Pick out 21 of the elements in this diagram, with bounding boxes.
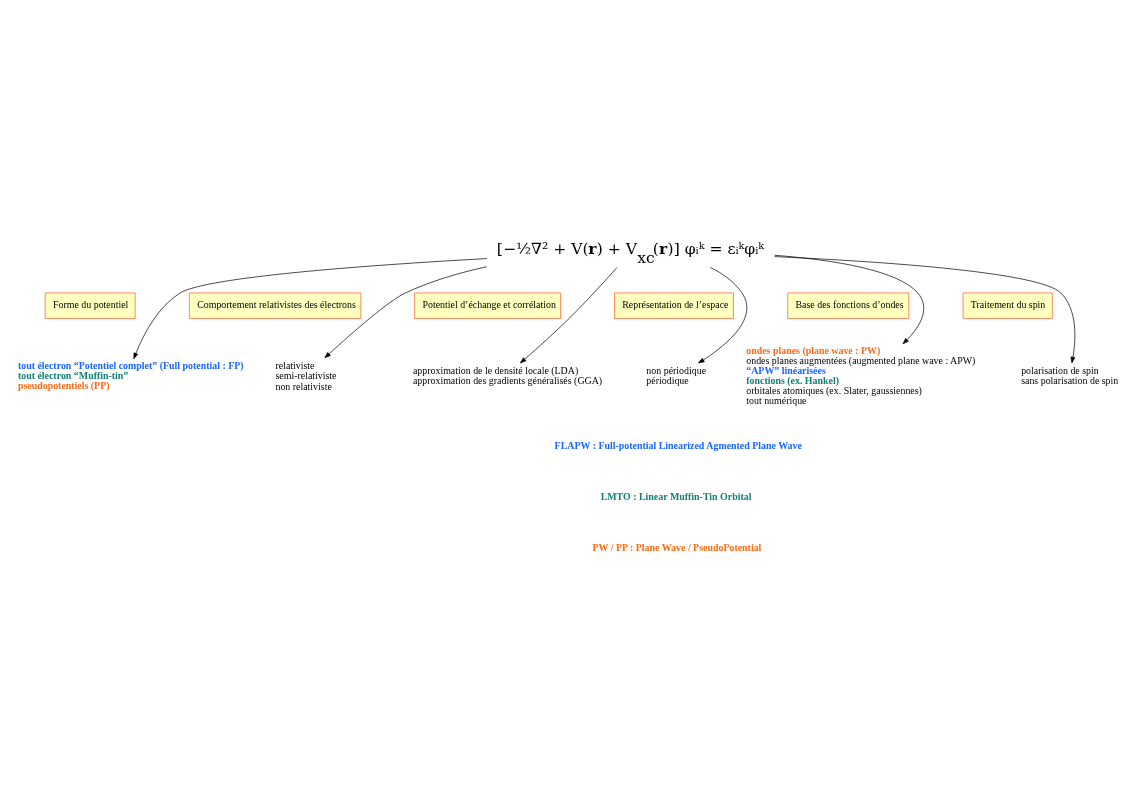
node-text: non périodique périodique — [646, 364, 707, 386]
arrow — [324, 265, 488, 358]
node-text: tout électron “Potentiel complet” (Full potential : FP) tout électron “Muffin-tin” pseudopotentiels (PP) — [17, 359, 244, 391]
node-box: Comportement relativistes des électrons — [189, 292, 362, 319]
arrow — [520, 266, 618, 363]
label: FLAPW : Full-potential Linearized Agmented Plane Wave — [554, 439, 802, 451]
label: LMTO : Linear Muffin-Tin Orbital — [600, 490, 752, 502]
node-box: Potentiel d’échange et corrélation — [414, 292, 561, 319]
node-box: Forme du potentiel — [44, 292, 136, 319]
node-box: Base des fonctions d’ondes — [787, 292, 910, 319]
node-text: relativiste semi-relativiste non relativiste — [275, 359, 337, 392]
node-text: ondes planes (plane wave : PW) ondes planes augmentées (augmented plane wave : APW) “APW” linéarisées fonctions (ex. Hankel) orbitales atomiques (ex. Slater, gaussiennes) tout numérique — [746, 344, 976, 406]
node-box: Représentation de l’espace — [614, 292, 734, 319]
node-box: Traitement du spin — [962, 292, 1053, 319]
node-text: approximation de le densité locale (LDA) approximation des gradients généralisés (GGA) — [412, 364, 603, 386]
arrow — [774, 255, 1076, 363]
node-text: polarisation de spin sans polarisation de spin — [1021, 364, 1119, 386]
label: PW / PP : Plane Wave / PseudoPotential — [592, 541, 762, 553]
arrow — [698, 266, 748, 363]
arrow — [774, 254, 925, 344]
arrow — [133, 257, 488, 359]
